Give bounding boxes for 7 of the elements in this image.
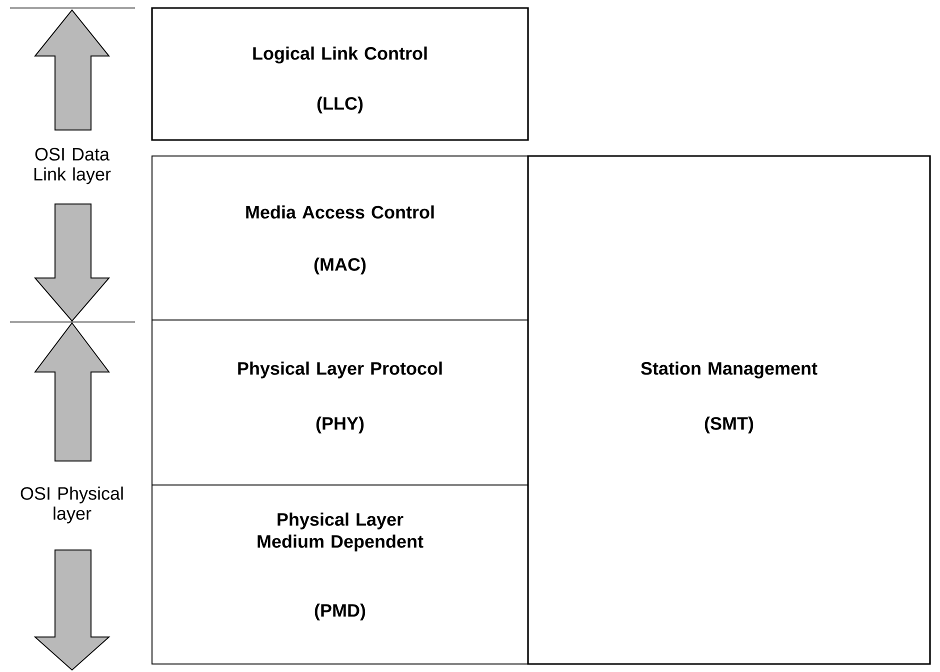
- layer-box: Station Management (SMT): [527, 155, 931, 665]
- layer-label: OSI Physical layer: [20, 486, 123, 524]
- layer-box: Media Access Control (MAC): [152, 156, 528, 320]
- layer-label: OSI Data Link layer: [34, 148, 111, 184]
- layer-box: Physical Layer Medium Dependent (PMD): [152, 484, 528, 664]
- layer-box: Physical Layer Protocol (PHY): [152, 320, 528, 486]
- layer-box: Logical Link Control (LLC): [151, 7, 529, 141]
